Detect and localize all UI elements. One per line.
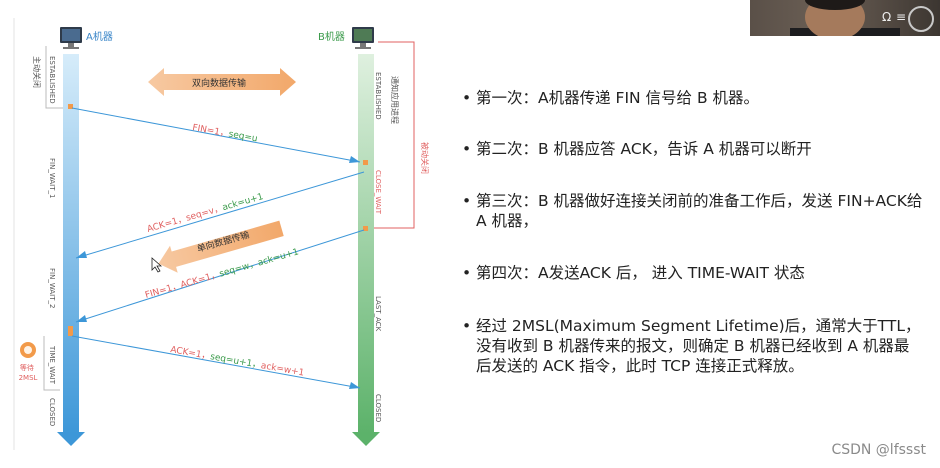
headset-icon — [908, 6, 934, 32]
state-b-close-wait: CLOSE_WAIT — [374, 170, 382, 215]
bullet-text: 第四次：A发送ACK 后， 进入 TIME-WAIT 状态 — [476, 264, 805, 282]
bullet-text: 第三次：B 机器做好连接关闭前的准备工作后，发送 FIN+ACK给 A 机器， — [476, 192, 923, 230]
bullet-dot: • — [462, 192, 472, 210]
webcam-overlay: Ω ≡ — [750, 0, 940, 36]
computer-a-icon — [60, 27, 82, 49]
msg3-label-b: seq=w，ack=u+1 — [218, 247, 300, 279]
bullet-text: 第一次：A机器传递 FIN 信号给 B 机器。 — [476, 89, 760, 107]
bullet-dot: • — [462, 317, 472, 335]
msg2-label-a: ACK=1，seq=v， — [146, 204, 224, 235]
wait-2msl-label: 等待 2MSL — [19, 363, 38, 382]
unidirectional-arrow — [158, 220, 284, 273]
bullet-dot: • — [462, 140, 472, 158]
msg2-label: ACK=1，seq=v，ack=u+1 — [146, 192, 265, 235]
webcam-menu-icon[interactable]: ≡ — [896, 10, 907, 24]
bullet-item: • 经过 2MSL(Maximum Segment Lifetime)后，通常大… — [462, 316, 924, 376]
machine-b-label: B机器 — [318, 30, 345, 43]
state-b-last-ack: LAST_ACK — [374, 296, 382, 332]
msg1-label-a: FIN=1， — [191, 123, 229, 139]
active-close-label: 主动关闭 — [32, 56, 42, 88]
timeline-a — [63, 54, 79, 434]
bullet-item: • 第二次：B 机器应答 ACK，告诉 A 机器可以断开 — [462, 139, 924, 159]
msg2-label-b: ack=u+1 — [221, 192, 264, 213]
msg4-label-a: ACK=1， — [169, 345, 211, 362]
msg1-arrow — [71, 107, 361, 163]
mouse-cursor-icon — [151, 257, 163, 273]
state-a-fin-wait-2: FIN_WAIT_2 — [48, 268, 56, 308]
msg4-label-c: ack=w+1 — [260, 361, 305, 378]
bidirectional-label: 双向数据传输 — [192, 77, 246, 89]
notify-app-label: 通知应用进程 — [390, 76, 400, 124]
msg4-label: ACK=1，seq=u+1，ack=w+1 — [169, 345, 304, 378]
msg3-label-a: FIN=1，ACK=1， — [144, 270, 221, 301]
state-b-established: ESTABLISHED — [374, 72, 382, 120]
state-a-closed: CLOSED — [48, 398, 56, 426]
computer-b-icon — [352, 27, 374, 49]
msg2-arrow — [75, 171, 365, 259]
webcam-audio-icon[interactable]: Ω — [882, 10, 892, 24]
bullet-text: 经过 2MSL(Maximum Segment Lifetime)后，通常大于T… — [476, 317, 921, 375]
state-a-time-wait: TIME_WAIT — [48, 345, 56, 385]
state-a-established: ESTABLISHED — [48, 56, 56, 104]
bullet-text: 第二次：B 机器应答 ACK，告诉 A 机器可以断开 — [476, 140, 812, 158]
csdn-watermark: CSDN @lfssst — [831, 442, 926, 458]
timeline-b-arrowhead — [352, 432, 380, 446]
timer-icon — [20, 342, 36, 358]
machine-a-label: A机器 — [86, 30, 113, 43]
timeline-a-arrowhead — [57, 432, 85, 446]
bullet-item: • 第一次：A机器传递 FIN 信号给 B 机器。 — [462, 88, 924, 108]
msg1-label-b: seq=u — [228, 130, 258, 145]
wait-2msl-line1: 等待 — [20, 363, 34, 372]
msg1-label: FIN=1，seq=u — [191, 123, 258, 144]
state-b-closed: CLOSED — [374, 394, 382, 422]
bullet-dot: • — [462, 264, 472, 282]
msg4-arrow — [71, 335, 361, 389]
tcp-four-way-handshake-diagram: A机器 B机器 主动关闭 ESTABLISHED FIN_WAIT_1 FIN_… — [13, 18, 432, 450]
bullet-dot: • — [462, 89, 472, 107]
bullet-item: • 第四次：A发送ACK 后， 进入 TIME-WAIT 状态 — [462, 263, 924, 283]
passive-close-label: 被动关闭 — [420, 142, 430, 174]
state-a-fin-wait-1: FIN_WAIT_1 — [48, 158, 56, 198]
bullet-item: • 第三次：B 机器做好连接关闭前的准备工作后，发送 FIN+ACK给 A 机器… — [462, 191, 924, 231]
msg4-label-b: seq=u+1， — [209, 352, 261, 371]
msg3-arrow — [75, 229, 365, 323]
wait-2msl-line2: 2MSL — [19, 374, 38, 382]
bidirectional-arrow — [148, 68, 296, 96]
timeline-b — [358, 54, 374, 434]
